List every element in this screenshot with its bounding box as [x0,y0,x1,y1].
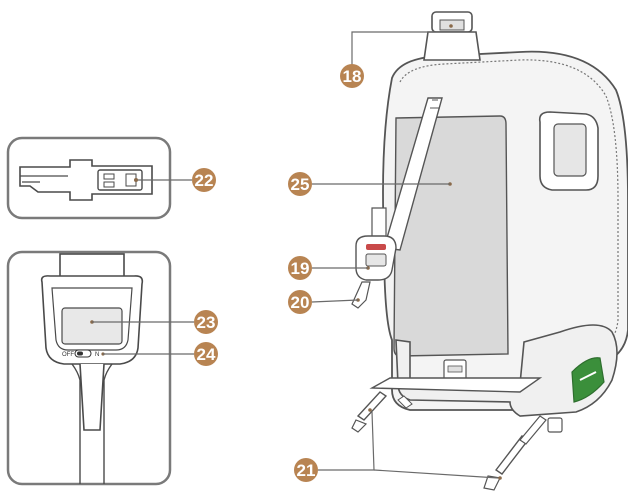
callout-23-label: 23 [197,313,216,332]
switch-on-label: N [95,352,99,358]
callout-20-label: 20 [291,293,310,312]
callout-21: 21 [294,458,318,482]
callout-19-label: 19 [291,259,310,278]
callout-18-label: 18 [343,67,362,86]
callout-20: 20 [288,290,312,314]
callout-24-label: 24 [197,345,216,364]
detail-inset-buckle-switch: OFF N [6,250,194,486]
callout-25-label: 25 [291,175,310,194]
callout-23: 23 [194,310,218,334]
leader-lines [311,31,499,479]
switch-off-label: OFF [62,352,74,358]
callout-24: 24 [194,342,218,366]
callout-22: 22 [192,168,216,192]
car-seat-illustration [351,11,628,491]
callout-25: 25 [288,172,312,196]
callout-21-label: 21 [297,461,316,480]
callout-22-label: 22 [195,171,214,190]
callout-19: 19 [288,256,312,280]
detail-inset-isofix-latch [6,136,192,220]
callout-18: 18 [340,64,364,88]
